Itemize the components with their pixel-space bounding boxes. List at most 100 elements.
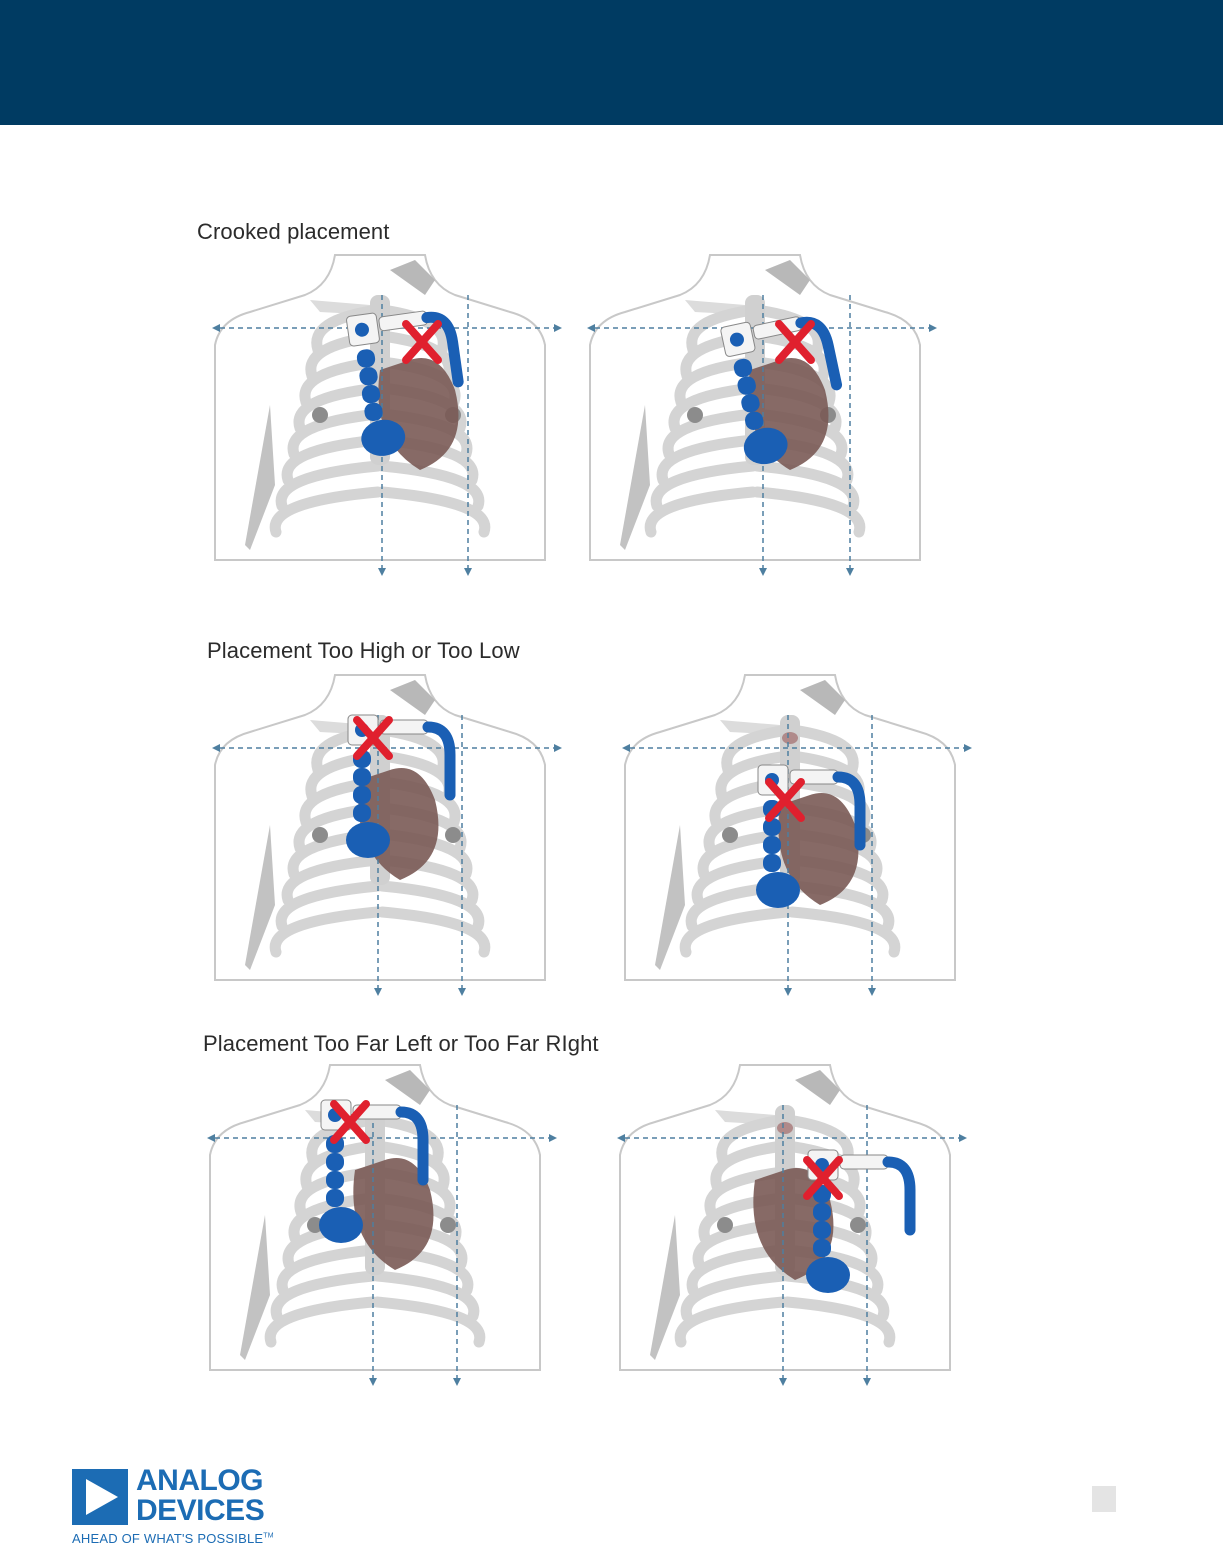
device-pad xyxy=(743,427,788,465)
guide-arrow-right xyxy=(554,324,562,332)
rib xyxy=(264,1296,379,1348)
nipple-left xyxy=(312,827,328,843)
rib xyxy=(376,880,485,932)
x-stroke xyxy=(775,320,815,364)
guide-arrow-down xyxy=(374,988,382,996)
guide-arrow-left xyxy=(207,1134,215,1142)
ecg-device xyxy=(319,1099,429,1243)
guide-arrow-down xyxy=(868,988,876,996)
rib xyxy=(376,330,455,382)
figure-too-far-left xyxy=(205,1060,565,1400)
rib xyxy=(376,906,491,958)
rib xyxy=(786,724,859,776)
device-segment xyxy=(733,358,753,378)
guide-arrow-down xyxy=(378,568,386,576)
sternal-notch xyxy=(777,1122,793,1134)
rib xyxy=(287,408,384,460)
device-segment xyxy=(745,411,764,430)
device-segment xyxy=(813,1239,831,1257)
x-stroke xyxy=(353,716,393,760)
device-cable xyxy=(421,311,464,388)
error-x-mark xyxy=(353,716,393,760)
guide-arrow-left xyxy=(212,744,220,752)
device-segment xyxy=(326,1189,344,1207)
rib xyxy=(281,434,384,486)
rib xyxy=(270,1270,379,1322)
nipple-left xyxy=(687,407,703,423)
rib xyxy=(715,750,794,802)
device-segment xyxy=(353,768,371,786)
clavicle-shade xyxy=(795,1070,840,1105)
device-segment xyxy=(353,804,371,822)
rib xyxy=(276,1244,379,1296)
device-segment xyxy=(813,1221,831,1239)
guide-arrow-left xyxy=(212,324,220,332)
device-segment xyxy=(741,393,760,413)
rib xyxy=(300,1140,379,1192)
device-segment xyxy=(326,1171,344,1189)
rib xyxy=(656,434,759,486)
rib xyxy=(721,724,794,776)
torso-illustration xyxy=(587,254,937,576)
arm-shade xyxy=(620,405,650,550)
guide-arrow-down xyxy=(464,568,472,576)
rib xyxy=(679,906,794,958)
guide-arrow-down xyxy=(779,1378,787,1386)
page-number-box xyxy=(1092,1486,1116,1512)
device-cable xyxy=(395,1106,429,1186)
rib xyxy=(275,460,384,512)
rib xyxy=(716,1114,789,1166)
device-pad xyxy=(806,1257,850,1293)
section-title-left-right: Placement Too Far Left or Too Far RIght xyxy=(203,1031,599,1056)
figure-too-far-right xyxy=(615,1060,975,1400)
nipple-right xyxy=(445,827,461,843)
figure-crooked-left xyxy=(210,250,570,590)
guide-arrow-down xyxy=(458,988,466,996)
header-band xyxy=(0,0,1223,125)
device-segment xyxy=(356,349,376,368)
rib xyxy=(650,460,759,512)
x-stroke xyxy=(803,1156,843,1200)
device-segment xyxy=(737,376,756,395)
arm-shade xyxy=(245,405,275,550)
clavicle-shade xyxy=(765,260,810,295)
rib xyxy=(269,486,384,538)
x-stroke xyxy=(765,778,805,822)
rib xyxy=(376,460,485,512)
rib xyxy=(371,1270,480,1322)
device-segment xyxy=(361,384,381,404)
device-segment xyxy=(353,786,371,804)
nipple-left xyxy=(717,1217,733,1233)
error-x-mark xyxy=(803,1156,843,1200)
error-x-mark xyxy=(765,778,805,822)
device-pad xyxy=(346,822,390,858)
nipple-left xyxy=(312,407,328,423)
device-pad xyxy=(756,872,800,908)
ecg-device xyxy=(346,714,456,858)
logo-triangle-icon xyxy=(72,1469,128,1525)
rib xyxy=(751,460,860,512)
device-cable xyxy=(882,1156,916,1236)
torso-illustration xyxy=(617,1064,967,1386)
device-pad xyxy=(361,419,406,456)
guide-arrow-down xyxy=(369,1378,377,1386)
figure-crooked-right xyxy=(585,250,945,590)
clavicle-shade xyxy=(385,1070,430,1105)
guide-arrow-left xyxy=(622,744,630,752)
rib xyxy=(751,330,830,382)
device-segment xyxy=(763,836,781,854)
torso-illustration xyxy=(622,674,972,996)
device-segment xyxy=(326,1153,344,1171)
rib xyxy=(281,854,384,906)
rib xyxy=(371,1296,486,1348)
device-segment xyxy=(763,818,781,836)
rib xyxy=(786,906,901,958)
rib xyxy=(644,486,759,538)
nipple-right xyxy=(440,1217,456,1233)
logo-word-analog: ANALOG xyxy=(136,1464,264,1497)
device-electrode xyxy=(729,332,744,347)
device-pad xyxy=(319,1207,363,1243)
figure-too-low xyxy=(620,670,980,1010)
device-segment xyxy=(359,367,378,386)
clavicle-shade xyxy=(390,260,435,295)
